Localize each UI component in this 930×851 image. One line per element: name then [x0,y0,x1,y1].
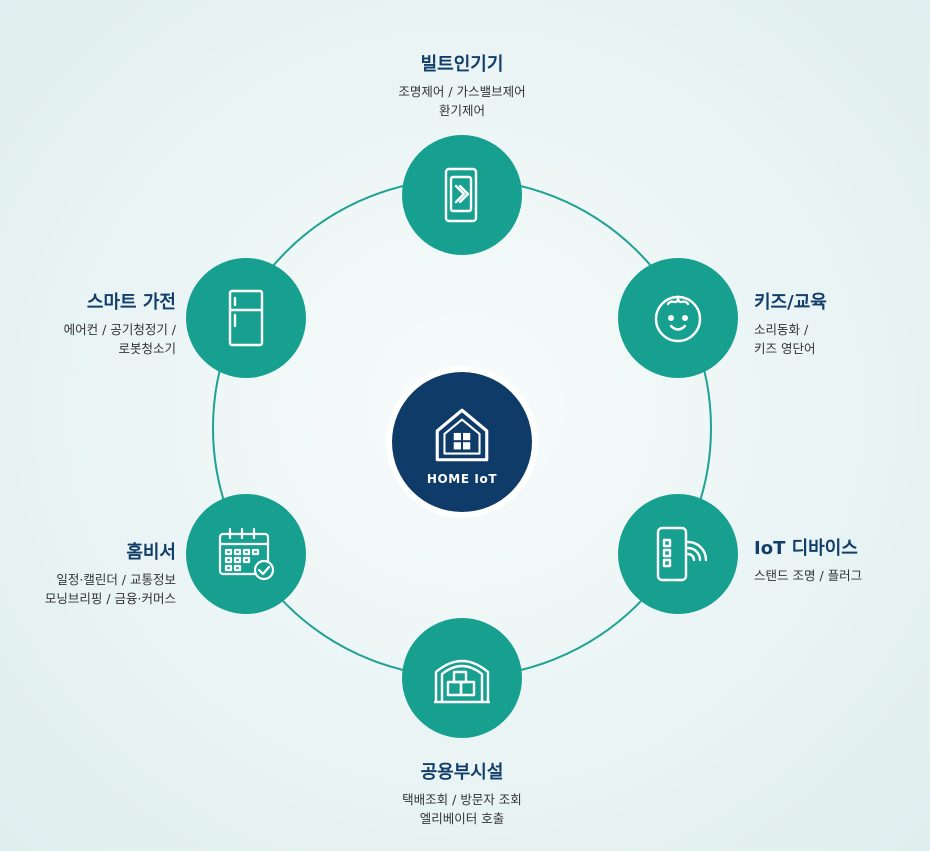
node-title: 공용부시설 [420,762,504,783]
node-iot-devices [618,494,738,614]
node-desc-line2: 모닝브리핑 / 금융·커머스 [44,591,176,606]
node-kids-education [618,258,738,378]
node-title: 빌트인기기 [420,54,504,75]
node-desc-line1: 택배조회 / 방문자 조회 [402,792,522,807]
node-title: 키즈/교육 [754,292,827,313]
node-desc-line1: 일정·캘린더 / 교통정보 [56,572,176,587]
label-iot-devices: IoT 디바이스 스탠드 조명 / 플러그 [754,534,924,585]
label-home-secretary: 홈비서 일정·캘린더 / 교통정보 모닝브리핑 / 금융·커머스 [6,538,176,608]
child-face-icon [654,294,702,343]
label-public-facilities: 공용부시설 택배조회 / 방문자 조회 엘리베이터 호출 [362,758,562,828]
switch-icon [444,167,478,223]
node-title: IoT 디바이스 [754,538,858,559]
node-public-facilities [402,618,522,738]
warehouse-boxes-icon [434,659,490,704]
refrigerator-icon [228,289,264,347]
node-desc-line2: 엘리베이터 호출 [419,811,505,826]
hub-label: HOME IoT [426,472,498,486]
node-desc-line1: 에어컨 / 공기청정기 / [63,322,176,337]
house-icon [435,408,489,462]
node-smart-appliances [186,258,306,378]
node-desc-line1: 조명제어 / 가스밸브제어 [398,84,526,99]
node-builtin-appliances [402,135,522,255]
label-builtin-appliances: 빌트인기기 조명제어 / 가스밸브제어 환기제어 [362,50,562,120]
node-title: 홈비서 [126,542,176,563]
node-title: 스마트 가전 [86,292,176,313]
label-kids-education: 키즈/교육 소리동화 / 키즈 영단어 [754,288,924,358]
node-desc-line2: 로봇청소기 [118,341,176,356]
calendar-check-icon [218,527,275,581]
home-iot-hub: HOME IoT [392,372,532,512]
node-desc-line2: 환기제어 [438,103,485,118]
node-home-secretary [186,494,306,614]
phone-wifi-icon [656,526,708,582]
label-smart-appliances: 스마트 가전 에어컨 / 공기청정기 / 로봇청소기 [6,288,176,358]
node-desc-line1: 소리동화 / [754,322,809,337]
node-desc-line2: 키즈 영단어 [754,341,816,356]
node-desc-line1: 스탠드 조명 / 플러그 [754,568,863,583]
